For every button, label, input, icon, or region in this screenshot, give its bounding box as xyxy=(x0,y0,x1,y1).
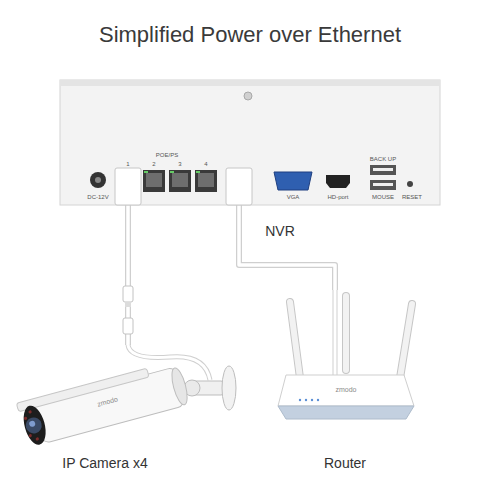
cable-outline xyxy=(239,205,335,290)
port-number: 1 xyxy=(126,161,129,168)
antennas xyxy=(290,296,412,378)
port-label: HD-port xyxy=(327,194,348,201)
rj45-plug xyxy=(226,168,252,205)
router-body xyxy=(278,375,414,406)
port-number: 4 xyxy=(204,161,207,168)
camera-figure: IP Camera x4 xyxy=(5,345,205,475)
node-label: NVR xyxy=(265,223,295,239)
router-figure: Router xyxy=(280,290,410,475)
dc-jack xyxy=(90,172,106,188)
nvr-unit xyxy=(60,80,440,205)
node-label: IP Camera x4 xyxy=(62,455,147,471)
wall-plate xyxy=(222,366,236,410)
poe-ports xyxy=(115,168,217,205)
vga-port xyxy=(274,172,312,190)
port-label: VGA xyxy=(287,194,300,201)
nvr-device: NVR xyxy=(60,80,440,205)
cable-core xyxy=(239,205,335,290)
lan-port xyxy=(226,168,252,205)
reset-hole xyxy=(407,181,413,187)
camera-body xyxy=(16,360,190,448)
port-label: DC-12V xyxy=(87,194,108,201)
port-number: 2 xyxy=(152,161,155,168)
port-label: RESET xyxy=(402,194,422,201)
router-leds xyxy=(299,399,319,401)
nvr-top-edge xyxy=(60,80,440,86)
cable-coupler xyxy=(123,286,133,334)
router-base xyxy=(278,406,414,419)
ip-camera xyxy=(16,345,236,448)
rj45-plug xyxy=(115,168,141,205)
port-group-label: POE/PS xyxy=(156,152,178,159)
router xyxy=(278,290,414,419)
port-label: MOUSE xyxy=(372,194,394,201)
ethernet-cable xyxy=(239,205,335,290)
node-label: Router xyxy=(324,455,366,471)
dc-jack-pin xyxy=(95,177,101,183)
nvr-body xyxy=(60,80,440,205)
usb-ports xyxy=(370,165,396,190)
port-number: 3 xyxy=(178,161,181,168)
screw xyxy=(244,92,252,100)
port-label: BACK UP xyxy=(370,156,396,163)
title: Simplified Power over Ethernet xyxy=(0,22,500,48)
brand-mark: zmodo xyxy=(335,386,356,394)
hdmi-port xyxy=(326,175,350,188)
